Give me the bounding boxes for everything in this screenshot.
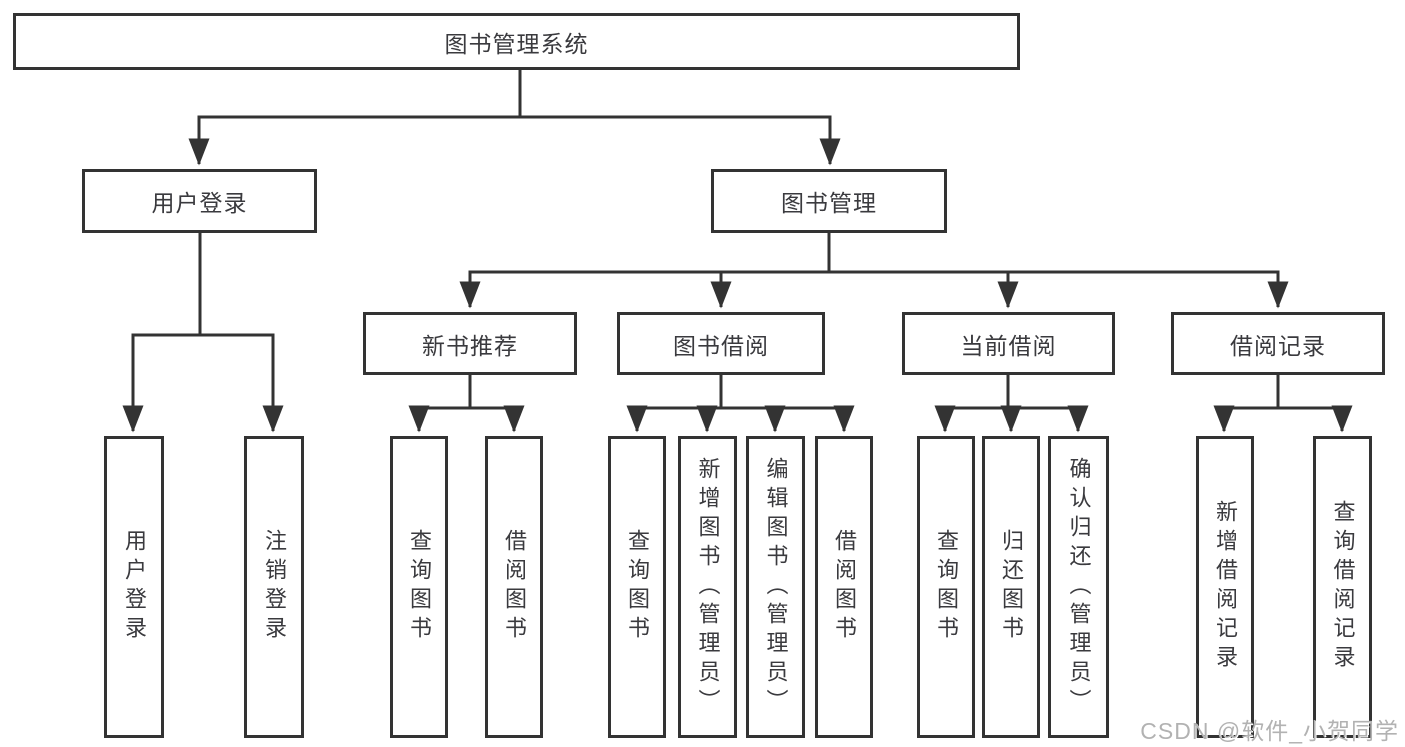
watermark: CSDN @软件_小贺同学 <box>1140 718 1399 744</box>
node-leaf-confirm-return-admin: 确认归还（管理员） <box>1048 436 1109 738</box>
node-book-borrow: 图书借阅 <box>617 312 825 375</box>
node-user-login: 用户登录 <box>82 169 317 233</box>
node-library-system: 图书管理系统 <box>13 13 1020 70</box>
node-leaf-query-borrow-record: 查询借阅记录 <box>1313 436 1372 738</box>
node-leaf-edit-book-admin: 编辑图书（管理员） <box>746 436 805 738</box>
node-book-management: 图书管理 <box>711 169 947 233</box>
node-leaf-user-login: 用户登录 <box>104 436 164 738</box>
node-leaf-return-book: 归还图书 <box>982 436 1040 738</box>
node-current-borrow: 当前借阅 <box>902 312 1115 375</box>
node-leaf-query-books-2: 查询图书 <box>608 436 666 738</box>
node-borrow-records: 借阅记录 <box>1171 312 1385 375</box>
node-leaf-add-book-admin: 新增图书（管理员） <box>678 436 737 738</box>
node-leaf-logout: 注销登录 <box>244 436 304 738</box>
node-leaf-query-books-1: 查询图书 <box>390 436 448 738</box>
node-leaf-borrow-books-2: 借阅图书 <box>815 436 873 738</box>
node-leaf-query-books-3: 查询图书 <box>917 436 975 738</box>
node-leaf-borrow-books-1: 借阅图书 <box>485 436 543 738</box>
node-new-book-recommend: 新书推荐 <box>363 312 577 375</box>
node-leaf-add-borrow-record: 新增借阅记录 <box>1196 436 1254 738</box>
